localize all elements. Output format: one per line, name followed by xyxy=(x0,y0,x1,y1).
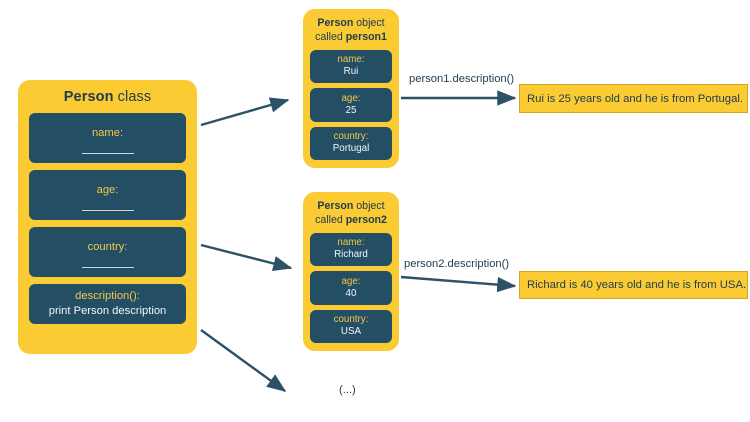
class-attribute-age: age: xyxy=(29,170,186,220)
object2-title-pre: called xyxy=(315,214,346,227)
object1-field-name-value: Rui xyxy=(343,66,359,78)
class-box-title: Person class xyxy=(64,89,151,105)
person-class-box: Person class name: age: country: descrip… xyxy=(18,80,197,354)
object1-field-country-key: country: xyxy=(333,131,369,143)
class-attribute-name-blank xyxy=(81,152,134,155)
object2-title: Person object called person2 xyxy=(315,199,387,228)
object2-field-name: name: Richard xyxy=(310,232,392,267)
class-title-rest: class xyxy=(113,89,152,105)
output-box-person1: Rui is 25 years old and he is from Portu… xyxy=(519,84,748,113)
class-attribute-country-blank xyxy=(81,266,134,269)
object1-field-name: name: Rui xyxy=(310,49,392,84)
more-objects-ellipsis: (...) xyxy=(339,384,356,396)
class-attribute-country: country: xyxy=(29,227,186,277)
person-object-box-person1: Person object called person1 name: Rui ag… xyxy=(303,9,399,168)
arrow-class-to-more xyxy=(200,329,287,392)
class-attribute-name-label: name: xyxy=(91,126,124,139)
object2-field-age-key: age: xyxy=(341,275,361,287)
object1-field-age-key: age: xyxy=(341,92,361,104)
person-object-box-person2: Person object called person2 name: Richar… xyxy=(303,192,399,351)
object1-field-age-value: 25 xyxy=(345,104,357,116)
class-attribute-name: name: xyxy=(29,113,186,163)
object1-title-name: person1 xyxy=(345,31,387,44)
object2-title-name: person2 xyxy=(345,214,387,227)
object2-field-age: age: 40 xyxy=(310,271,392,305)
call-label-person1: person1.description() xyxy=(409,73,515,85)
object1-field-name-key: name: xyxy=(337,54,365,66)
arrow-person2-to-output2 xyxy=(400,275,517,293)
class-method-signature: description(): xyxy=(75,289,140,302)
class-title-bold: Person xyxy=(63,89,114,105)
object2-field-name-value: Richard xyxy=(334,249,368,261)
object1-title-class: Person xyxy=(317,17,354,29)
object1-field-age: age: 25 xyxy=(310,88,392,122)
object2-field-country: country: USA xyxy=(310,309,392,343)
object2-title-mid: object xyxy=(353,200,385,212)
arrow-class-to-person1 xyxy=(200,97,290,127)
object2-field-name-key: name: xyxy=(337,237,365,249)
object1-field-country-value: Portugal xyxy=(332,143,370,155)
arrow-class-to-person2 xyxy=(200,243,293,272)
class-attribute-age-blank xyxy=(81,209,134,212)
class-attribute-country-label: country: xyxy=(87,240,128,253)
call-label-person2: person2.description() xyxy=(404,258,510,270)
class-method-body: print Person description xyxy=(48,305,167,317)
object2-field-country-key: country: xyxy=(333,314,369,326)
output-box-person2: Richard is 40 years old and he is from U… xyxy=(519,271,748,299)
object2-field-country-value: USA xyxy=(340,326,362,338)
class-attribute-age-label: age: xyxy=(96,183,119,196)
object2-field-age-value: 40 xyxy=(345,287,357,299)
object1-title-mid: object xyxy=(353,17,385,29)
object2-title-class: Person xyxy=(317,200,354,212)
object1-field-country: country: Portugal xyxy=(310,126,392,160)
class-method-description: description(): print Person description xyxy=(29,284,186,324)
object1-title: Person object called person1 xyxy=(315,16,387,45)
object1-title-pre: called xyxy=(315,31,346,44)
